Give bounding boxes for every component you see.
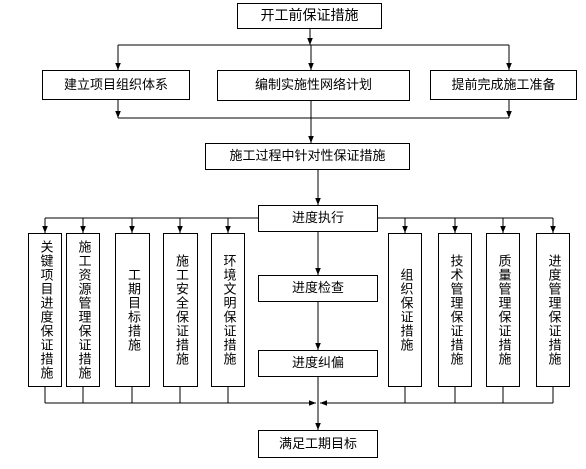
right-measure-3: 质量管理保证措施 — [486, 233, 520, 387]
right-measure-4-label: 进度管理保证措施 — [545, 254, 561, 366]
right-measure-1-label: 组织保证措施 — [397, 268, 413, 352]
left-measure-2-label: 施工资源管理保证措施 — [75, 240, 91, 380]
right-measure-2: 技术管理保证措施 — [438, 233, 472, 387]
right-measure-1: 组织保证措施 — [388, 233, 422, 387]
left-measure-1-label: 关键项目进度保证措施 — [37, 240, 53, 380]
node-progress-correct: 进度纠偏 — [258, 350, 378, 377]
right-measure-2-label: 技术管理保证措施 — [447, 254, 463, 366]
node-pre-start-measures: 开工前保证措施 — [237, 3, 382, 29]
node-org-system: 建立项目组织体系 — [42, 70, 190, 100]
right-measure-3-label: 质量管理保证措施 — [495, 254, 511, 366]
left-measure-4-label: 施工安全保证措施 — [173, 254, 188, 366]
node-schedule-goal: 满足工期目标 — [258, 430, 378, 458]
left-measure-1: 关键项目进度保证措施 — [28, 233, 62, 387]
node-progress-check: 进度检查 — [258, 275, 378, 302]
left-measure-3: 工期目标措施 — [115, 233, 150, 387]
left-measure-5-label: 环境文明保证措施 — [220, 254, 236, 366]
left-measure-4: 施工安全保证措施 — [163, 233, 198, 387]
left-measure-3-label: 工期目标措施 — [125, 268, 140, 352]
node-construction-prep: 提前完成施工准备 — [430, 70, 577, 100]
left-measure-5: 环境文明保证措施 — [211, 233, 245, 387]
node-progress-execute: 进度执行 — [258, 205, 378, 232]
node-network-plan: 编制实施性网络计划 — [217, 70, 410, 101]
right-measure-4: 进度管理保证措施 — [536, 233, 570, 387]
left-measure-2: 施工资源管理保证措施 — [66, 233, 100, 387]
node-in-process-measures: 施工过程中针对性保证措施 — [205, 143, 410, 170]
